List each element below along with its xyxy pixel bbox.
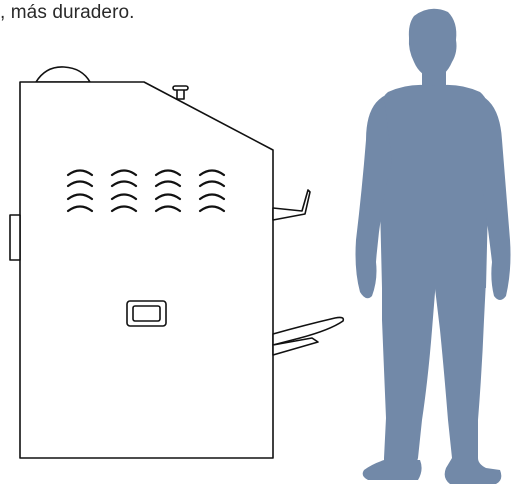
vent-louvers <box>66 169 226 213</box>
person-right-arm <box>478 96 511 300</box>
vent-louver-icon <box>198 169 226 213</box>
lower-catch-tray <box>272 337 319 356</box>
vent-louver-icon <box>154 169 182 213</box>
knob-icon <box>172 85 189 100</box>
side-handle <box>9 214 21 261</box>
machine-top-bump <box>35 66 91 83</box>
person-head <box>408 8 457 79</box>
lower-output-tray <box>272 316 345 346</box>
person-left-arm <box>355 96 392 299</box>
vent-louver-icon <box>110 169 138 213</box>
upper-output-tray <box>272 189 311 221</box>
person-torso <box>378 84 490 288</box>
caption-text: , más duradero. <box>0 2 135 23</box>
machine-body <box>19 81 274 459</box>
person-silhouette <box>355 8 511 484</box>
machine-outline <box>9 66 345 459</box>
person-left-leg <box>382 280 436 468</box>
person-left-shoe <box>362 460 422 480</box>
vent-louver-icon <box>66 169 94 213</box>
control-panel-icon <box>126 300 167 327</box>
person-right-leg <box>434 280 502 484</box>
